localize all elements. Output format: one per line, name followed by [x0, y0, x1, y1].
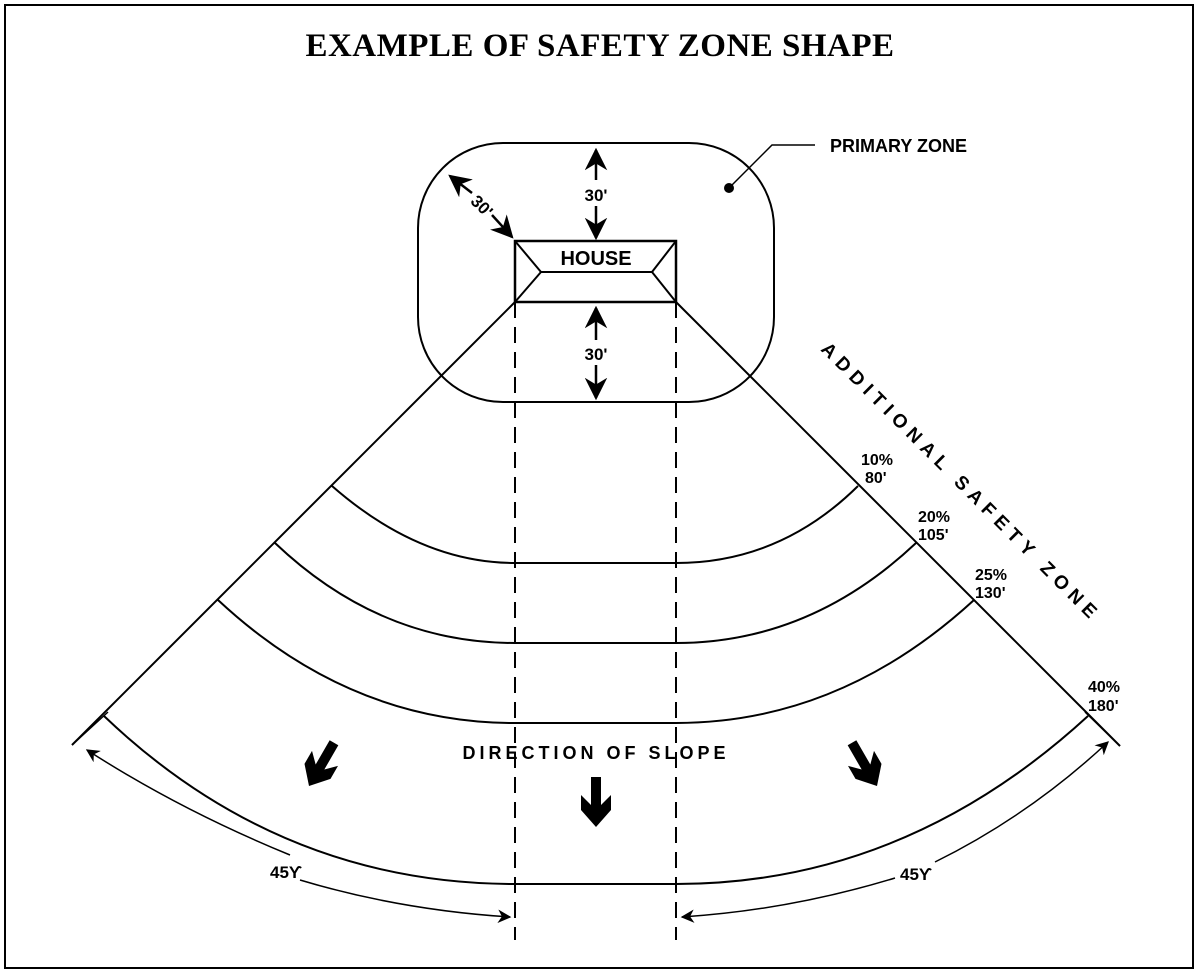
primary-zone-leader-line [728, 144, 815, 189]
angle-arrow-left-up [85, 749, 291, 856]
arc-10-percent [331, 485, 859, 564]
svg-text:130': 130' [975, 585, 1006, 602]
svg-text:10%: 10% [861, 452, 893, 469]
safety-zone-left-boundary [71, 301, 516, 746]
arc-40-percent [103, 715, 1089, 885]
dimension-arrow-diagonal-down [490, 214, 514, 239]
slope-arrow-down-right-icon [847, 740, 882, 787]
svg-text:20%: 20% [918, 509, 950, 526]
angle-arrow-right-down [680, 877, 896, 923]
dimension-top-label: 30' [585, 186, 608, 205]
slope-arrow-down-icon [581, 777, 611, 827]
svg-text:25%: 25% [975, 567, 1007, 584]
diagram-border [4, 4, 1194, 969]
slope-label-40: 40% 180' [1088, 679, 1120, 715]
diagram-title: EXAMPLE OF SAFETY ZONE SHAPE [305, 28, 895, 64]
direction-of-slope-label: DIRECTION OF SLOPE [462, 743, 729, 763]
arc-25-percent [217, 599, 975, 724]
right-end-tick [1084, 711, 1121, 747]
additional-safety-zone-label: ADDITIONAL SAFETY ZONE [816, 339, 1104, 627]
safety-zone-right-boundary [675, 301, 1121, 747]
primary-zone-boundary [417, 142, 775, 403]
house-shape [513, 239, 678, 304]
slope-arrow-down-left-icon [304, 740, 339, 787]
svg-text:105': 105' [918, 527, 949, 544]
svg-text:80': 80' [865, 470, 887, 487]
slope-label-20: 20% 105' [918, 509, 950, 544]
slope-zone-arcs [103, 485, 1089, 885]
angle-right-label: 45ϒ [900, 865, 932, 884]
dimension-arrow-diagonal-up [448, 174, 473, 198]
primary-zone-label: PRIMARY ZONE [830, 136, 967, 156]
left-end-tick [71, 711, 109, 746]
svg-text:40%: 40% [1088, 679, 1120, 696]
house-label: HOUSE [560, 248, 631, 270]
dimension-bottom-label: 30' [585, 345, 608, 364]
slope-label-10: 10% 80' [861, 452, 893, 487]
angle-arrow-right-up [934, 741, 1109, 863]
angle-arrow-left-down [299, 879, 512, 923]
slope-label-25: 25% 130' [975, 567, 1007, 602]
svg-text:180': 180' [1088, 698, 1119, 715]
arc-20-percent [274, 542, 917, 644]
angle-left-label: 45ϒ [270, 863, 302, 882]
